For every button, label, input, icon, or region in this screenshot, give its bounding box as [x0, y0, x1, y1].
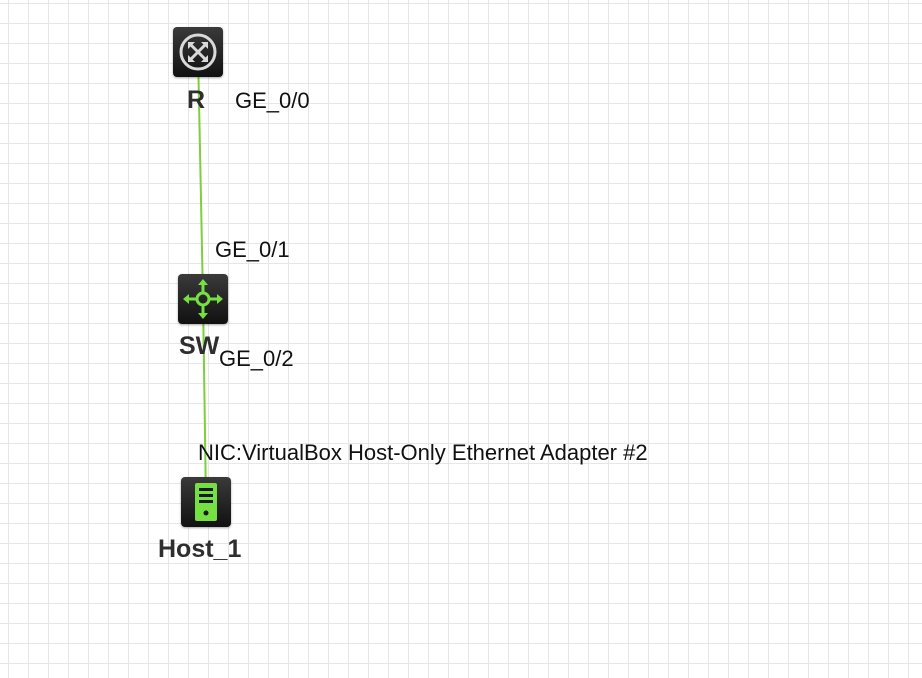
- host-label: Host_1: [158, 535, 242, 563]
- switch-icon: [183, 279, 223, 319]
- router-label: R: [187, 86, 206, 114]
- switch-label: SW: [179, 332, 220, 360]
- host-icon: [195, 483, 217, 521]
- router-icon: [179, 33, 217, 71]
- router-device[interactable]: [173, 27, 223, 77]
- host-device[interactable]: [181, 477, 231, 527]
- switch-device[interactable]: [178, 274, 228, 324]
- link-router-switch[interactable]: [197, 51, 204, 300]
- port-label-ge-0-1: GE_0/1: [215, 237, 290, 262]
- link-switch-host[interactable]: [202, 298, 207, 503]
- port-label-ge-0-2: GE_0/2: [219, 346, 294, 371]
- port-label-host-nic: NIC:VirtualBox Host-Only Ethernet Adapte…: [198, 440, 648, 465]
- port-label-ge-0-0: GE_0/0: [235, 88, 310, 113]
